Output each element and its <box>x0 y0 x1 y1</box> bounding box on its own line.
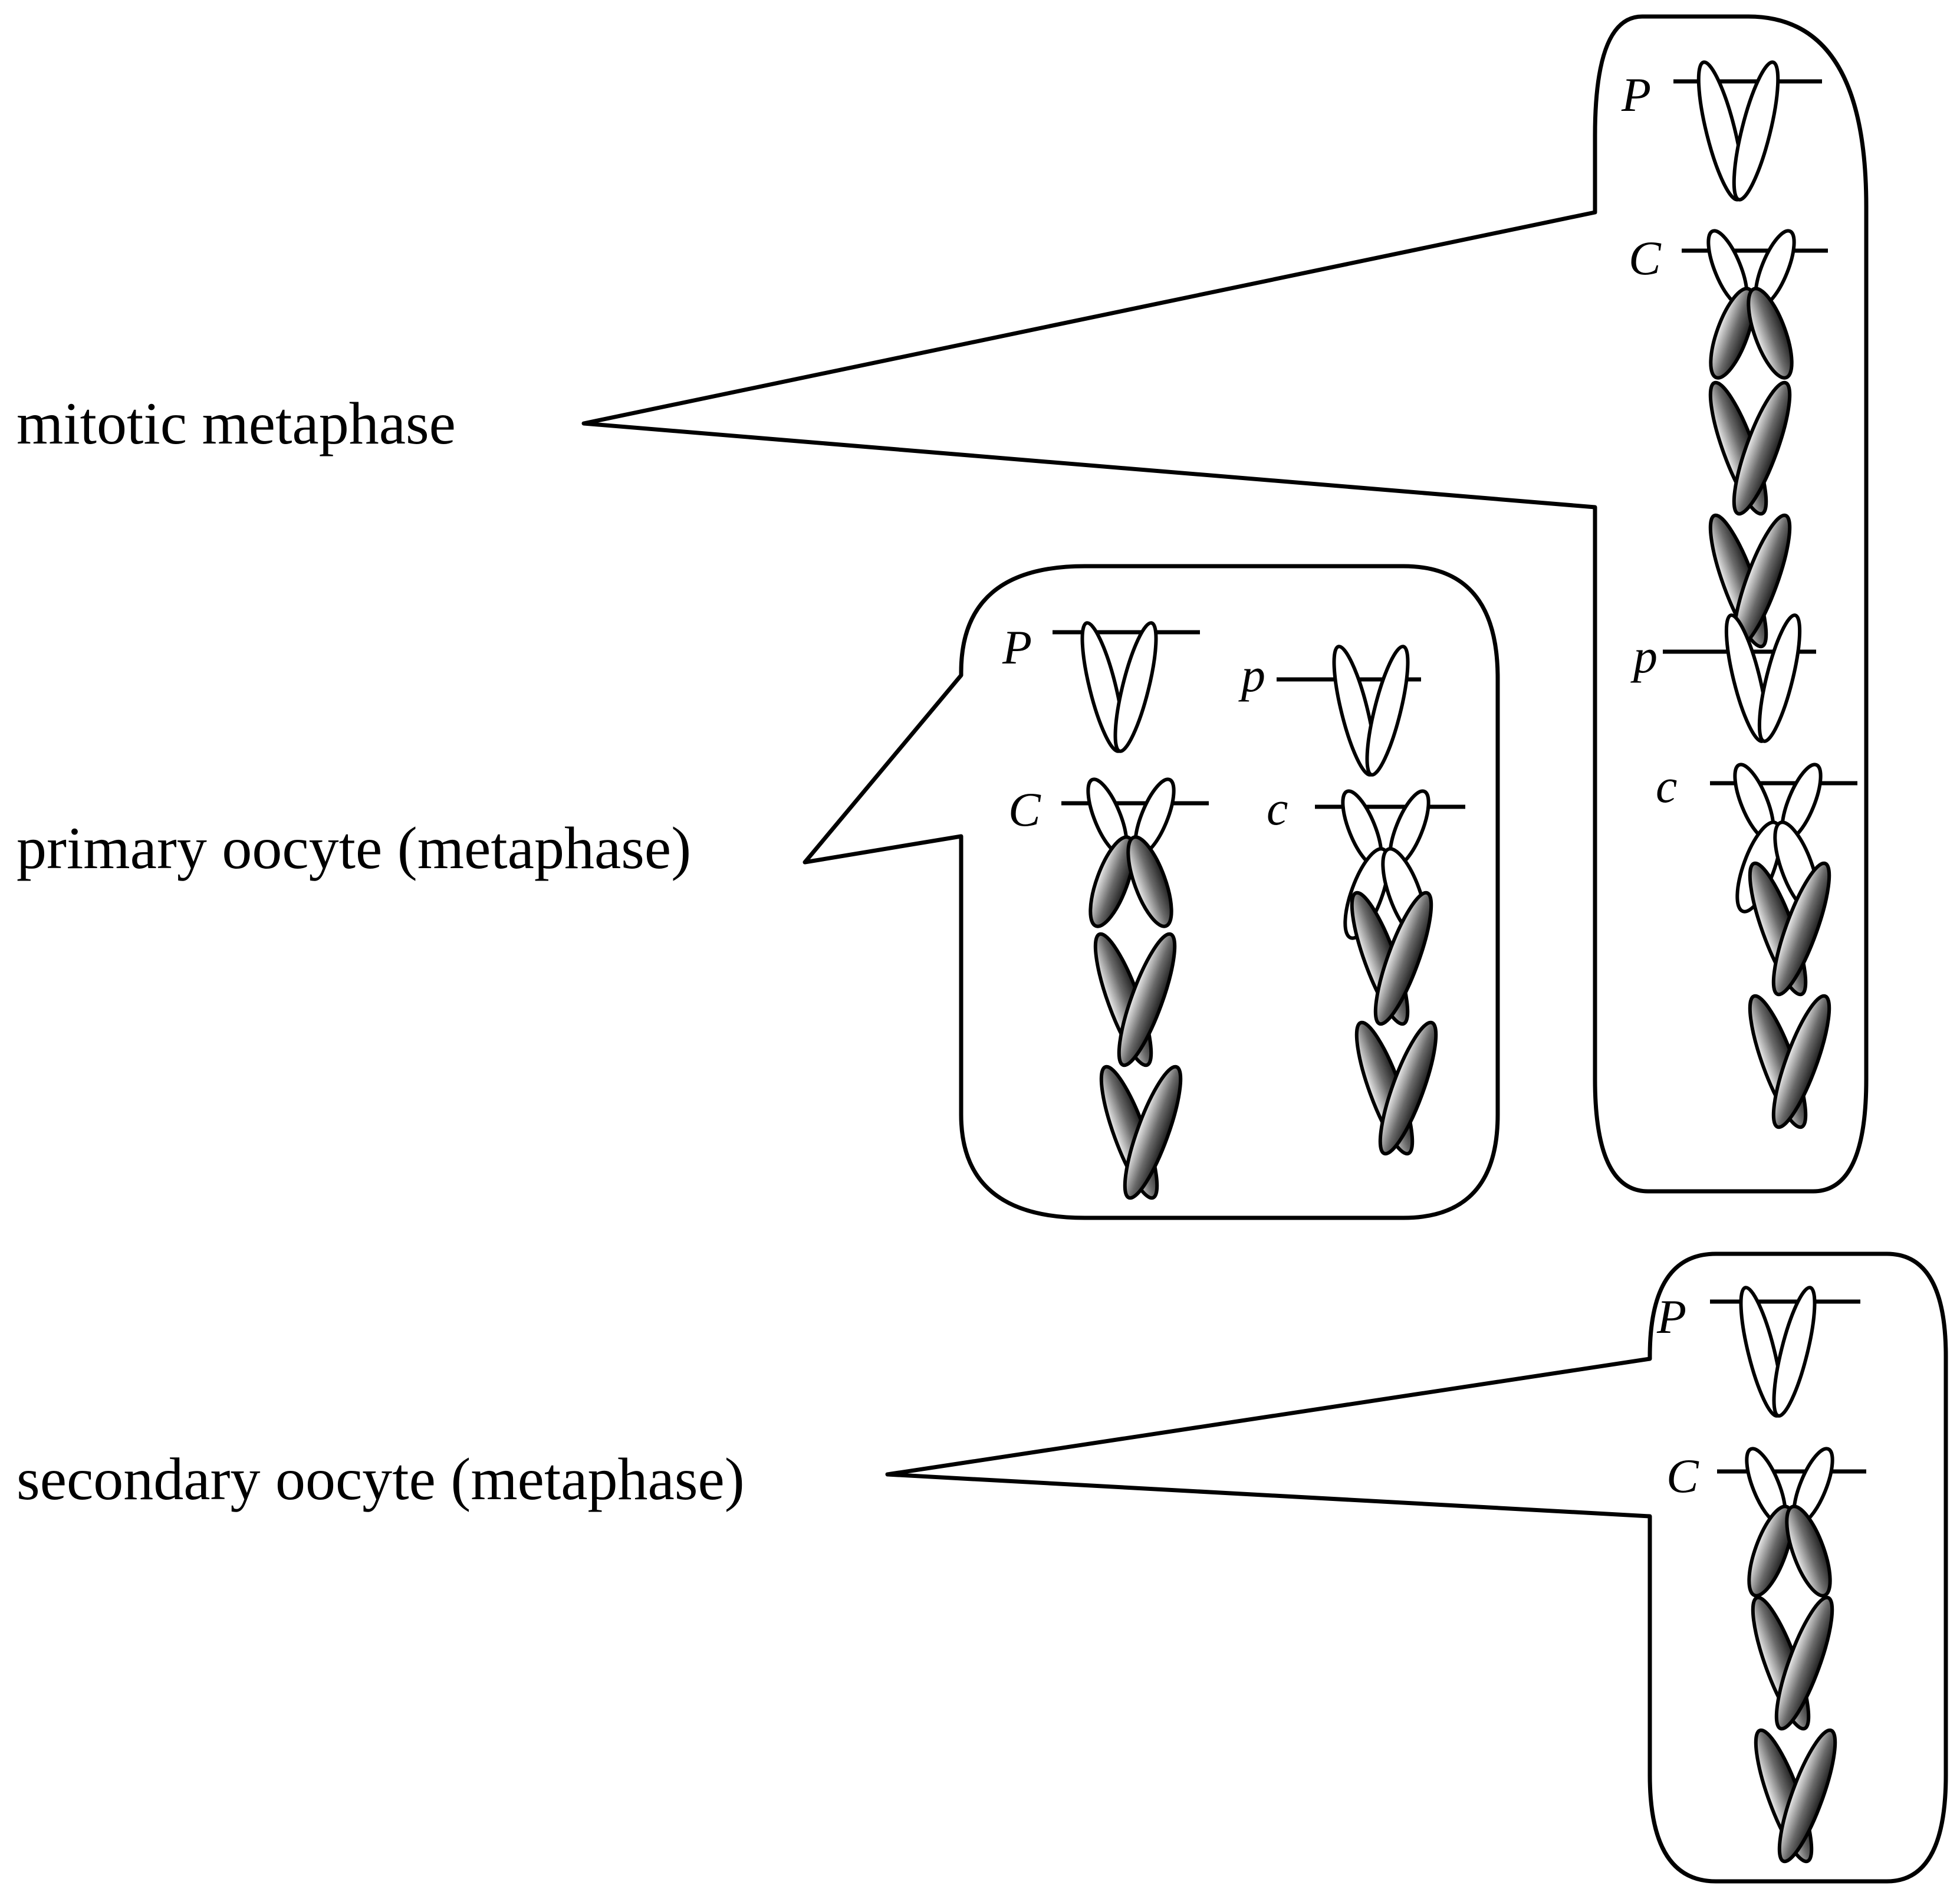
allele-label-p: p <box>1238 648 1265 702</box>
allele-label-p: p <box>1630 629 1658 683</box>
chromosome-dark <box>1099 1065 1183 1200</box>
chromosome-light <box>1696 60 1780 202</box>
secondary-oocyte-label: secondary oocyte (metaphase) <box>17 1446 745 1513</box>
primary-oocyte-label: primary oocyte (metaphase) <box>17 815 691 882</box>
allele-label-c: c <box>1656 759 1677 813</box>
allele-label-C: C <box>1629 231 1662 285</box>
allele-label-P: P <box>1002 620 1032 674</box>
chromosome-dark <box>1751 1595 1834 1731</box>
chromosome-medium <box>1086 777 1176 928</box>
chromosome-medium <box>1706 229 1796 380</box>
chromosome-light <box>1739 1286 1817 1418</box>
chromosome-dark <box>1748 861 1831 997</box>
secondary-chromosome-set: P C <box>1656 1286 1866 1864</box>
mitotic-callout <box>581 14 1869 1194</box>
allele-label-C: C <box>1008 783 1041 836</box>
allele-label-P: P <box>1621 68 1651 121</box>
chromosome-light <box>1332 645 1410 777</box>
secondary-callout <box>885 1251 1948 1884</box>
chromosome-dark <box>1748 994 1831 1129</box>
chromosome-dark <box>1350 891 1433 1026</box>
primary-chromosome-set: P C p c <box>1002 620 1465 1200</box>
mitotic-chromosome-set: P C p c <box>1621 60 1857 1129</box>
chromosome-dark <box>1754 1728 1837 1864</box>
allele-label-c: c <box>1267 781 1288 835</box>
allele-label-P: P <box>1656 1290 1686 1343</box>
chromosome-light <box>1724 613 1802 743</box>
chromosome-light <box>1080 621 1158 753</box>
chromosome-dark <box>1093 932 1177 1067</box>
chromosome-medium <box>1745 1447 1834 1598</box>
allele-label-C: C <box>1666 1449 1699 1503</box>
mitotic-metaphase-label: mitotic metaphase <box>17 390 456 457</box>
chromosome-dark <box>1354 1020 1438 1156</box>
chromosome-dark <box>1708 380 1792 516</box>
